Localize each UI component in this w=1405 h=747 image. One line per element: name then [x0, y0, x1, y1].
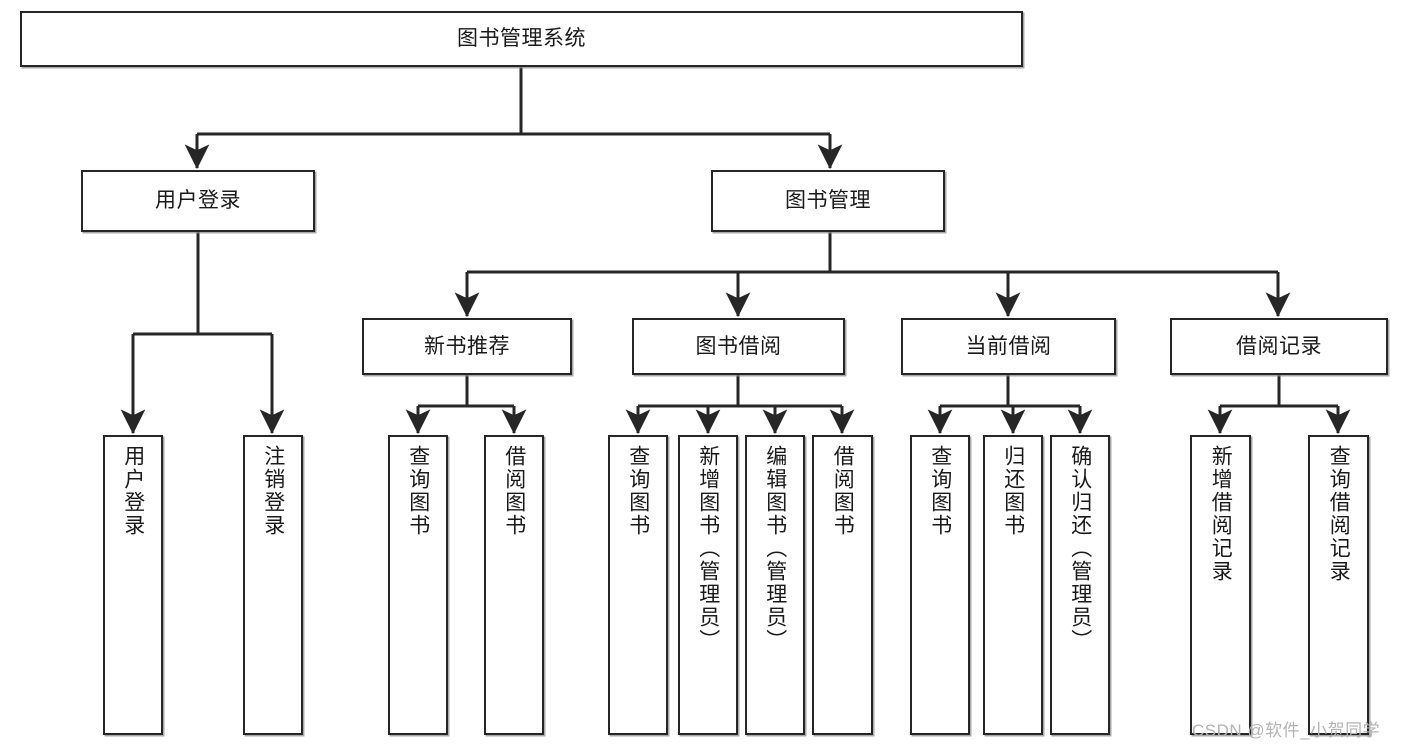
- node-leaf-13[interactable]: 查询借阅记录: [1308, 435, 1369, 735]
- node-label: 查询图书: [406, 445, 430, 537]
- node-leaf-12[interactable]: 新增借阅记录: [1190, 435, 1251, 735]
- node-leaf-6[interactable]: 新增图书（管理员）: [678, 435, 738, 735]
- node-root[interactable]: 图书管理系统: [20, 11, 1023, 67]
- node-leaf-1[interactable]: 用户登录: [103, 435, 163, 735]
- node-book-manage[interactable]: 图书管理: [711, 170, 945, 232]
- node-label: 新增图书（管理员）: [696, 445, 720, 652]
- node-leaf-3[interactable]: 查询图书: [388, 435, 448, 735]
- node-leaf-10[interactable]: 归还图书: [983, 435, 1043, 735]
- node-label: 注销登录: [261, 445, 285, 537]
- node-label: 图书管理: [785, 189, 871, 213]
- node-leaf-8[interactable]: 借阅图书: [812, 435, 873, 735]
- node-label: 用户登录: [121, 445, 145, 537]
- node-user-login[interactable]: 用户登录: [81, 170, 315, 232]
- node-label: 图书管理系统: [457, 27, 586, 51]
- node-label: 借阅记录: [1236, 334, 1322, 358]
- node-label: 当前借阅: [965, 334, 1052, 358]
- node-label: 查询图书: [626, 445, 650, 537]
- node-label: 借阅图书: [502, 445, 526, 537]
- node-leaf-7[interactable]: 编辑图书（管理员）: [745, 435, 805, 735]
- node-new-book-rec[interactable]: 新书推荐: [362, 318, 572, 375]
- node-label: 用户登录: [155, 189, 241, 213]
- node-label: 新增借阅记录: [1209, 445, 1233, 583]
- node-current-borrow[interactable]: 当前借阅: [901, 318, 1116, 375]
- node-book-borrow[interactable]: 图书借阅: [632, 318, 845, 375]
- node-leaf-9[interactable]: 查询图书: [910, 435, 970, 735]
- node-label: 查询图书: [928, 445, 952, 537]
- node-borrow-record[interactable]: 借阅记录: [1170, 318, 1388, 375]
- node-leaf-2[interactable]: 注销登录: [243, 435, 303, 735]
- node-leaf-5[interactable]: 查询图书: [608, 435, 668, 735]
- node-label: 归还图书: [1001, 445, 1025, 537]
- node-label: 编辑图书（管理员）: [763, 445, 787, 652]
- node-leaf-4[interactable]: 借阅图书: [484, 435, 544, 735]
- node-label: 新书推荐: [424, 334, 510, 358]
- node-label: 借阅图书: [831, 445, 855, 537]
- node-label: 确认归还（管理员）: [1068, 445, 1092, 652]
- node-label: 图书借阅: [695, 334, 782, 358]
- node-leaf-11[interactable]: 确认归还（管理员）: [1050, 435, 1110, 735]
- node-label: 查询借阅记录: [1327, 445, 1351, 583]
